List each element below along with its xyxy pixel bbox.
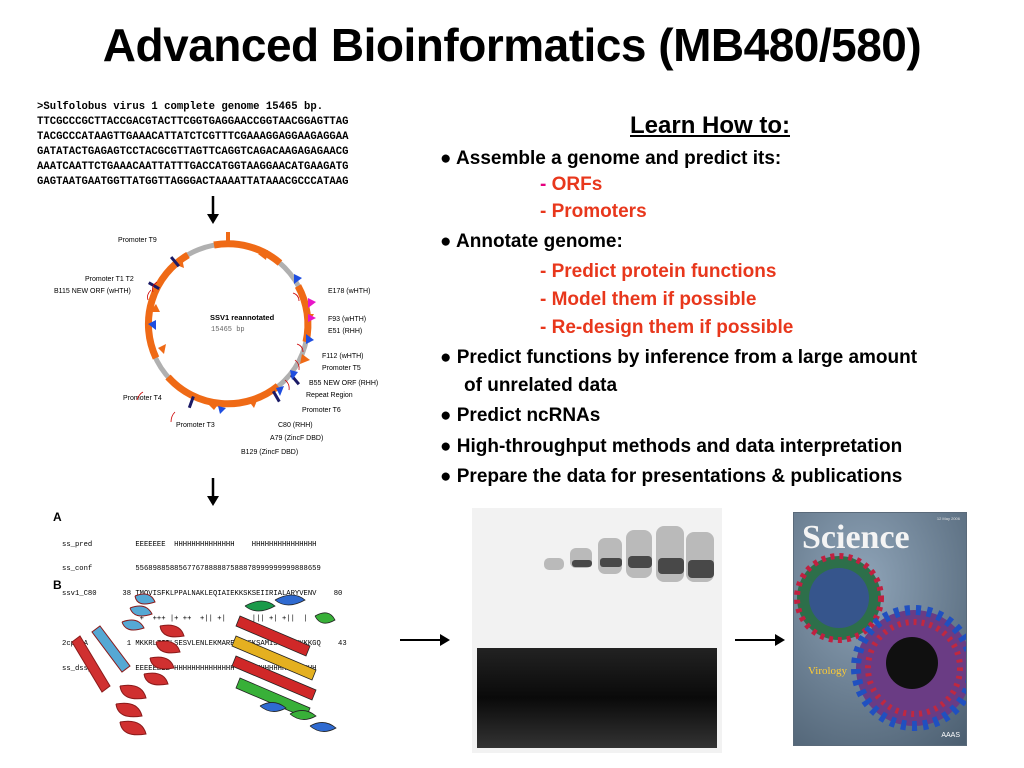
genome-line: TACGCCCATAAGTTGAAACATTATCTCGTTTCGAAAGGAG… (37, 131, 349, 143)
cover-date: 12 May 2006 (936, 516, 960, 521)
cover-publisher: AAAS (941, 732, 960, 739)
list-item: ● Predict ncRNAs (440, 405, 601, 426)
genome-sequence: >Sulfolobus virus 1 complete genome 1546… (37, 100, 422, 190)
map-size: 15465 bp (211, 326, 245, 334)
alignment-line: + +++ |+ ++ +|| +| ||| +| +|| | (62, 615, 308, 624)
list-item-continued: of unrelated data (464, 375, 618, 396)
map-label: Promoter T1 T2 (85, 276, 134, 283)
map-label: A79 (ZincF DBD) (270, 435, 323, 442)
genome-map: SSV1 reannotated 15465 bp Promoter T9 Pr… (45, 230, 415, 465)
list-subitem: - ORFs (540, 174, 602, 196)
genome-line: >Sulfolobus virus 1 complete genome 1546… (37, 101, 324, 113)
alignment-line: ss_dssp EEEEEEEE HHHHHHHHHHHHHH HHHHHHHH… (62, 665, 317, 674)
map-label: Promoter T9 (118, 237, 157, 244)
alignment-line: ss_conf 55689885885677678888875888789999… (62, 565, 321, 574)
map-label: Promoter T4 (123, 395, 162, 402)
list-subitem: - Model them if possible (540, 289, 757, 310)
map-title: SSV1 reannotated (210, 313, 275, 322)
panel-a-label: A (53, 510, 62, 524)
alignment-line: ssv1_C80 38 TMQVISFKLPPALNAKLEQIAIEKKSKS… (62, 590, 343, 599)
list-item: ● Assemble a genome and predict its: (440, 148, 782, 169)
cover-subtitle: Virology (808, 665, 848, 677)
list-subitem: - Promoters (540, 201, 647, 222)
gel-image (472, 508, 722, 753)
list-subitem: - Re-design them if possible (540, 317, 794, 338)
list-subitem: - Predict protein functions (540, 261, 777, 282)
map-label: Repeat Region (306, 392, 353, 399)
genome-line: GATATACTGAGAGTCCTACGCGTTAGTTCAGGTCAGACAA… (37, 146, 349, 158)
map-label: C80 (RHH) (278, 422, 313, 429)
list-item: ● Prepare the data for presentations & p… (440, 466, 903, 487)
right-arrow-icon (400, 634, 450, 646)
map-label: Promoter T6 (302, 407, 341, 414)
alignment-line: ss_pred EEEEEEE HHHHHHHHHHHHHH HHHHHHHHH… (62, 540, 317, 549)
cover-title: Science (802, 519, 910, 556)
list-item: ● Annotate genome: (440, 231, 623, 252)
map-label: F93 (wHTH) (328, 316, 366, 323)
genome-line: AAATCAATTCTGAAACAATTATTTGACCATGGTAAGGAAC… (37, 161, 349, 173)
protein-ribbon-image (71, 593, 337, 736)
right-arrow-icon (735, 634, 785, 646)
map-label: Promoter T3 (176, 422, 215, 429)
map-label: B55 NEW ORF (RHH) (309, 380, 378, 387)
list-item: ● High-throughput methods and data inter… (440, 436, 903, 457)
map-label: F112 (wHTH) (322, 353, 363, 360)
genome-line: GAGTAATGAATGGTTATGGTTAGGGACTAAAATTATAAAC… (37, 176, 349, 188)
page-title: Advanced Bioinformatics (MB480/580) (102, 19, 922, 71)
list-item: ● Predict functions by inference from a … (440, 347, 918, 368)
panel-b-label: B (53, 578, 62, 592)
dash-text: - (540, 174, 552, 195)
down-arrow-icon (207, 196, 219, 224)
map-label: B129 (ZincF DBD) (241, 449, 298, 456)
journal-cover: Science 12 May 2006 Virology AAAS (793, 512, 967, 746)
protein-structure-figure: A B ss_pred EEEEEEE HHHHHHHHHHHHHH HHHHH… (50, 508, 395, 758)
learn-heading: Learn How to: (630, 112, 790, 139)
list-subitem-text: ORFs (551, 174, 603, 195)
down-arrow-icon (207, 478, 219, 506)
map-label: Promoter T5 (322, 365, 361, 372)
map-label: B115 NEW ORF (wHTH) (54, 288, 131, 295)
map-label: E178 (wHTH) (328, 288, 370, 295)
genome-line: TTCGCCCGCTTACCGACGTACTTCGGTGAGGAACCGGTAA… (37, 116, 349, 128)
map-label: E51 (RHH) (328, 328, 362, 335)
